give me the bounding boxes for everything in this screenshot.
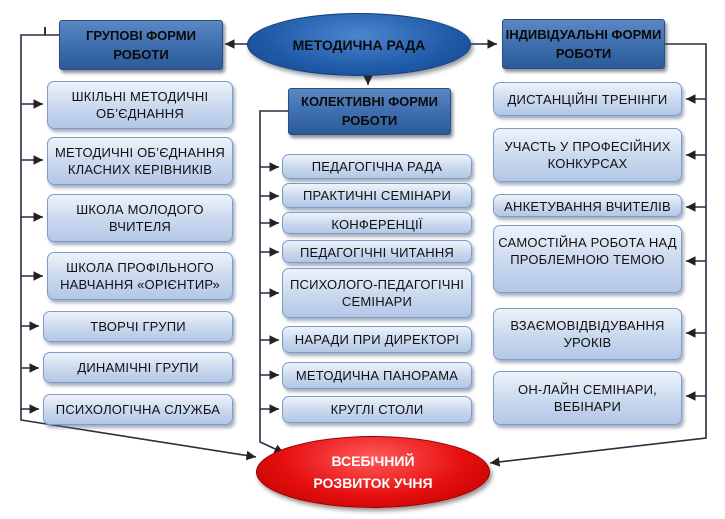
collective-item-label: МЕТОДИЧНА ПАНОРАМА [295,368,459,383]
collective-item: ПЕДАГОГІЧНА РАДА [282,154,472,179]
collective-forms-header: КОЛЕКТИВНІ ФОРМИ РОБОТИ [288,88,451,135]
group-item-label: ШКОЛА МОЛОДОГО ВЧИТЕЛЯ [76,202,204,234]
group-item-label: ДИНАМІЧНІ ГРУПИ [77,360,199,375]
collective-item-label: ПРАКТИЧНІ СЕМІНАРИ [302,188,452,203]
methodical-council-node: МЕТОДИЧНА РАДА [247,13,471,76]
collective-item-label: ПСИХОЛОГО-ПЕДАГОГІЧНІ СЕМІНАРИ [289,277,465,309]
collective-item: ПСИХОЛОГО-ПЕДАГОГІЧНІ СЕМІНАРИ [282,268,472,318]
individual-item-label: ДИСТАНЦІЙНІ ТРЕНІНГИ [507,91,668,107]
individual-item: ДИСТАНЦІЙНІ ТРЕНІНГИ [493,82,682,116]
group-item: МЕТОДИЧНІ ОБ’ЄДНАННЯ КЛАСНИХ КЕРІВНИКІВ [47,137,233,185]
group-forms-header-label: ГРУПОВІ ФОРМИ РОБОТИ [86,28,196,62]
individual-item-label: САМОСТІЙНА РОБОТА НАД ПРОБЛЕМНОЮ ТЕМОЮ [498,235,677,267]
collective-item-label: НАРАДИ ПРИ ДИРЕКТОРІ [294,332,460,347]
group-item: ДИНАМІЧНІ ГРУПИ [43,352,233,383]
individual-item: ОН-ЛАЙН СЕМІНАРИ, ВЕБІНАРИ [493,371,682,425]
group-item: ШКОЛА ПРОФІЛЬНОГО НАВЧАННЯ «ОРІЄНТИР» [47,252,233,300]
collective-item: КОНФЕРЕНЦІЇ [282,212,472,234]
collective-item-label: ПЕДАГОГІЧНА РАДА [311,159,443,174]
group-item: ШКІЛЬНІ МЕТОДИЧНІ ОБ’ЄДНАННЯ [47,81,233,129]
individual-item: САМОСТІЙНА РОБОТА НАД ПРОБЛЕМНОЮ ТЕМОЮ [493,225,682,293]
collective-item: ПРАКТИЧНІ СЕМІНАРИ [282,183,472,208]
collective-item: ПЕДАГОГІЧНІ ЧИТАННЯ [282,240,472,263]
group-item-label: МЕТОДИЧНІ ОБ’ЄДНАННЯ КЛАСНИХ КЕРІВНИКІВ [54,145,225,177]
collective-item: КРУГЛІ СТОЛИ [282,396,472,423]
collective-item: МЕТОДИЧНА ПАНОРАМА [282,362,472,389]
individual-forms-header: ІНДИВІДУАЛЬНІ ФОРМИ РОБОТИ [502,19,665,69]
group-item-label: ШКОЛА ПРОФІЛЬНОГО НАВЧАННЯ «ОРІЄНТИР» [60,260,220,292]
individual-item: ВЗАЄМОВІДВІДУВАННЯ УРОКІВ [493,308,682,360]
group-item-label: ШКІЛЬНІ МЕТОДИЧНІ ОБ’ЄДНАННЯ [71,89,209,121]
individual-item-label: АНКЕТУВАННЯ ВЧИТЕЛІВ [504,199,671,214]
group-item: ПСИХОЛОГІЧНА СЛУЖБА [43,394,233,425]
collective-item-label: ПЕДАГОГІЧНІ ЧИТАННЯ [300,245,454,260]
group-item-label: ТВОРЧІ ГРУПИ [90,319,186,334]
tick-mark [44,27,46,35]
group-item: ШКОЛА МОЛОДОГО ВЧИТЕЛЯ [47,194,233,242]
methodical-council-label: МЕТОДИЧНА РАДА [292,36,426,53]
group-item-label: ПСИХОЛОГІЧНА СЛУЖБА [55,402,221,417]
individual-item-label: ОН-ЛАЙН СЕМІНАРИ, ВЕБІНАРИ [518,382,657,414]
comprehensive-development-label: ВСЕБІЧНИЙ РОЗВИТОК УЧНЯ [313,453,433,491]
collective-item-label: КРУГЛІ СТОЛИ [330,402,424,417]
individual-forms-header-label: ІНДИВІДУАЛЬНІ ФОРМИ РОБОТИ [505,27,662,61]
individual-item-label: ВЗАЄМОВІДВІДУВАННЯ УРОКІВ [510,318,665,350]
individual-item: АНКЕТУВАННЯ ВЧИТЕЛІВ [493,194,682,217]
collective-forms-header-label: КОЛЕКТИВНІ ФОРМИ РОБОТИ [301,94,438,128]
individual-item-label: УЧАСТЬ У ПРОФЕСІЙНИХ КОНКУРСАХ [504,139,671,171]
collective-item-label: КОНФЕРЕНЦІЇ [331,217,423,232]
collective-item: НАРАДИ ПРИ ДИРЕКТОРІ [282,326,472,353]
group-forms-header: ГРУПОВІ ФОРМИ РОБОТИ [59,20,223,70]
individual-item: УЧАСТЬ У ПРОФЕСІЙНИХ КОНКУРСАХ [493,128,682,182]
comprehensive-development-node: ВСЕБІЧНИЙ РОЗВИТОК УЧНЯ [256,436,490,508]
group-item: ТВОРЧІ ГРУПИ [43,311,233,342]
